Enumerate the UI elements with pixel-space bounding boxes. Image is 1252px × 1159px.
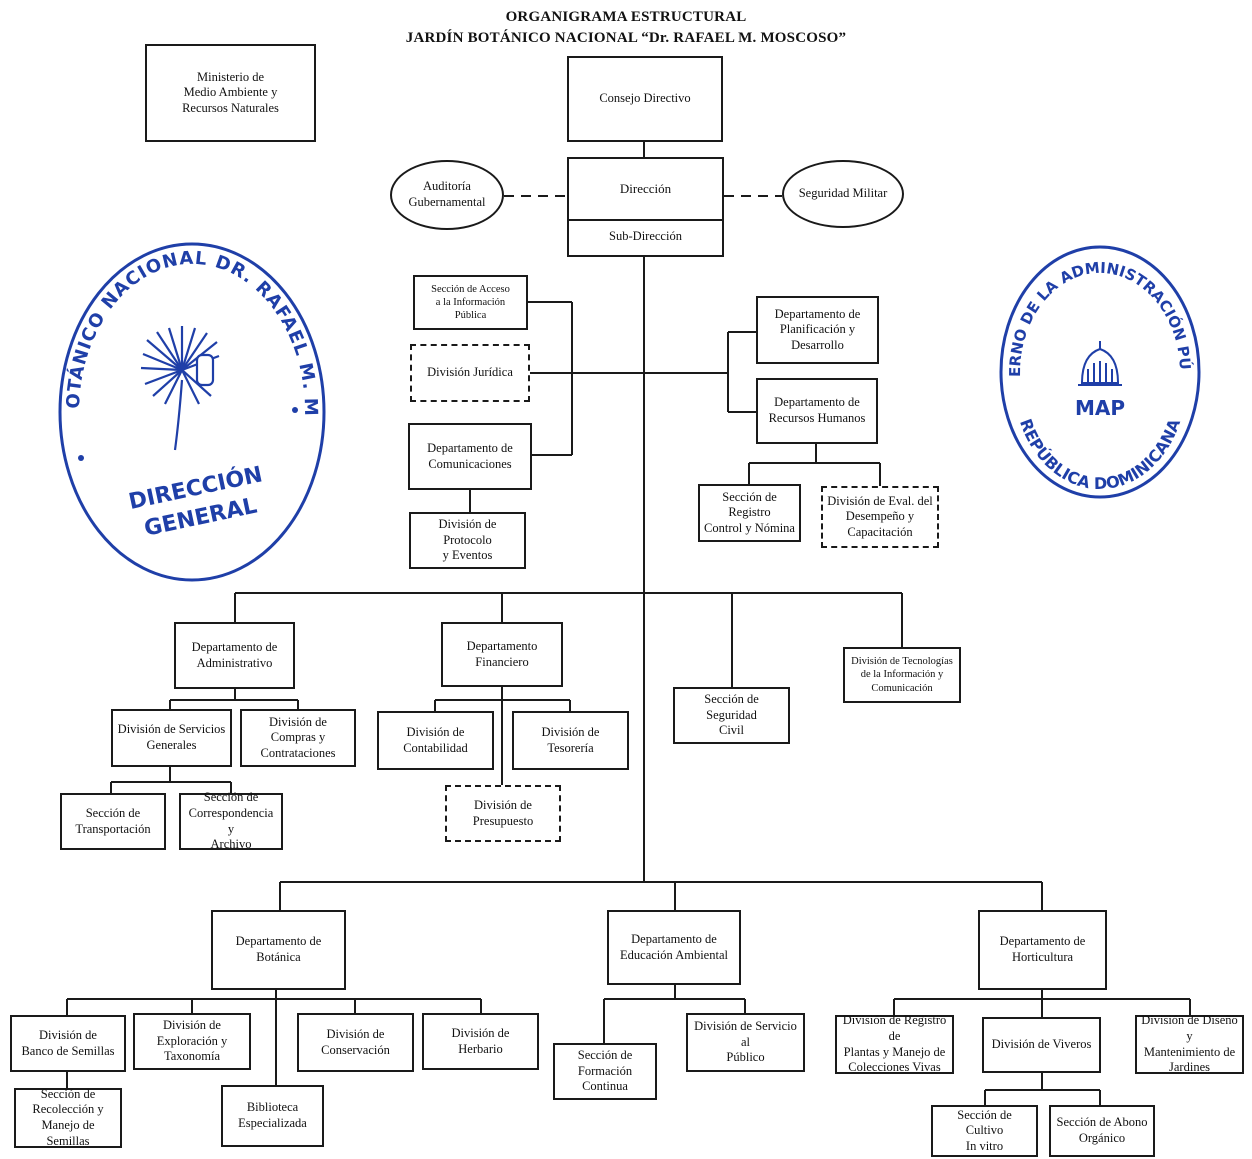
node-direccion-group: Dirección Sub-Dirección: [567, 157, 724, 257]
seal-left: JARDÍN BOTÁNICO NACIONAL DR. RAFAEL M. M…: [57, 240, 326, 582]
node-cultivo-invitro: Sección de Cultivo In vitro: [931, 1105, 1038, 1157]
seal-right-ring-bottom: REPÚBLICA DOMINICANA: [1016, 416, 1184, 493]
chart-title-line2: JARDÍN BOTÁNICO NACIONAL “Dr. RAFAEL M. …: [405, 30, 847, 46]
node-exploracion: División de Exploración y Taxonomía: [133, 1013, 251, 1070]
node-botanica: Departamento de Botánica: [211, 910, 346, 990]
chart-title-line1: ORGANIGRAMA ESTRUCTURAL: [505, 9, 747, 25]
seal-right: GOBIERNO DE LA ADMINISTRACIÓN PÚBLICA RE…: [998, 243, 1201, 499]
node-viveros: División de Viveros: [982, 1017, 1101, 1073]
node-consejo-directivo: Consejo Directivo: [567, 56, 723, 142]
node-acceso-informacion: Sección de Acceso a la Información Públi…: [413, 275, 528, 330]
node-servicio-publico: División de Servicio al Público: [686, 1013, 805, 1072]
node-tecnologias: División de Tecnologías de la Informació…: [843, 647, 961, 703]
node-horticultura: Departamento de Horticultura: [978, 910, 1107, 990]
capitol-dome-icon: [1078, 341, 1122, 386]
node-transportacion: Sección de Transportación: [60, 793, 166, 850]
seal-left-ring-text: JARDÍN BOTÁNICO NACIONAL DR. RAFAEL M. M…: [57, 240, 320, 417]
svg-text:REPÚBLICA DOMINICANA: REPÚBLICA DOMINICANA: [1016, 416, 1184, 493]
seal-right-center: MAP: [1075, 396, 1125, 420]
node-registro-plantas: División de Registro de Plantas y Manejo…: [835, 1013, 954, 1074]
node-direccion: Dirección: [569, 159, 722, 221]
node-correspondencia: Sección de Correspondencia y Archivo: [179, 790, 283, 851]
node-ministerio: Ministerio de Medio Ambiente y Recursos …: [145, 44, 316, 142]
node-presupuesto: División de Presupuesto: [445, 785, 561, 842]
node-conservacion: División de Conservación: [297, 1013, 414, 1072]
node-tesoreria: División de Tesorería: [512, 711, 629, 770]
node-seguridad-civil: Sección de Seguridad Civil: [673, 687, 790, 744]
seal-dot-icon: [78, 455, 84, 461]
node-formacion-continua: Sección de Formación Continua: [553, 1043, 657, 1100]
node-compras: División de Compras y Contrataciones: [240, 709, 356, 767]
node-division-juridica: División Jurídica: [410, 344, 530, 402]
palm-icon: [140, 326, 220, 451]
node-servicios-generales: División de Servicios Generales: [111, 709, 232, 767]
node-banco-semillas: División de Banco de Semillas: [10, 1015, 126, 1072]
node-registro-nomina: Sección de Registro Control y Nómina: [698, 484, 801, 542]
svg-text:GOBIERNO DE LA ADMINISTRACIÓN: GOBIERNO DE LA ADMINISTRACIÓN PÚBLICA: [998, 243, 1195, 377]
node-seguridad-militar: Seguridad Militar: [782, 160, 904, 228]
seal-right-ring-top: GOBIERNO DE LA ADMINISTRACIÓN PÚBLICA: [998, 243, 1195, 377]
node-biblioteca: Biblioteca Especializada: [221, 1085, 324, 1147]
node-subdireccion: Sub-Dirección: [609, 228, 682, 243]
node-contabilidad: División de Contabilidad: [377, 711, 494, 770]
node-financiero: Departamento Financiero: [441, 622, 563, 687]
node-planificacion: Departamento de Planificación y Desarrol…: [756, 296, 879, 364]
node-protocolo: División de Protocolo y Eventos: [409, 512, 526, 569]
node-recursos-humanos: Departamento de Recursos Humanos: [756, 378, 878, 444]
node-recoleccion: Sección de Recolección y Manejo de Semil…: [14, 1087, 122, 1148]
node-herbario: División de Herbario: [422, 1013, 539, 1070]
seal-dot-icon: [292, 407, 298, 413]
svg-text:JARDÍN BOTÁNICO NACIONAL DR. R: JARDÍN BOTÁNICO NACIONAL DR. RAFAEL M. M…: [57, 240, 321, 417]
node-diseno-jardines: División de Diseño y Mantenimiento de Ja…: [1135, 1013, 1244, 1074]
node-auditoria: Auditoría Gubernamental: [390, 160, 504, 230]
node-comunicaciones: Departamento de Comunicaciones: [408, 423, 532, 490]
node-eval-desempeno: División de Eval. del Desempeño y Capaci…: [821, 486, 939, 548]
node-educacion-ambiental: Departamento de Educación Ambiental: [607, 910, 741, 985]
node-abono-organico: Sección de Abono Orgánico: [1049, 1105, 1155, 1157]
node-administrativo: Departamento de Administrativo: [174, 622, 295, 689]
